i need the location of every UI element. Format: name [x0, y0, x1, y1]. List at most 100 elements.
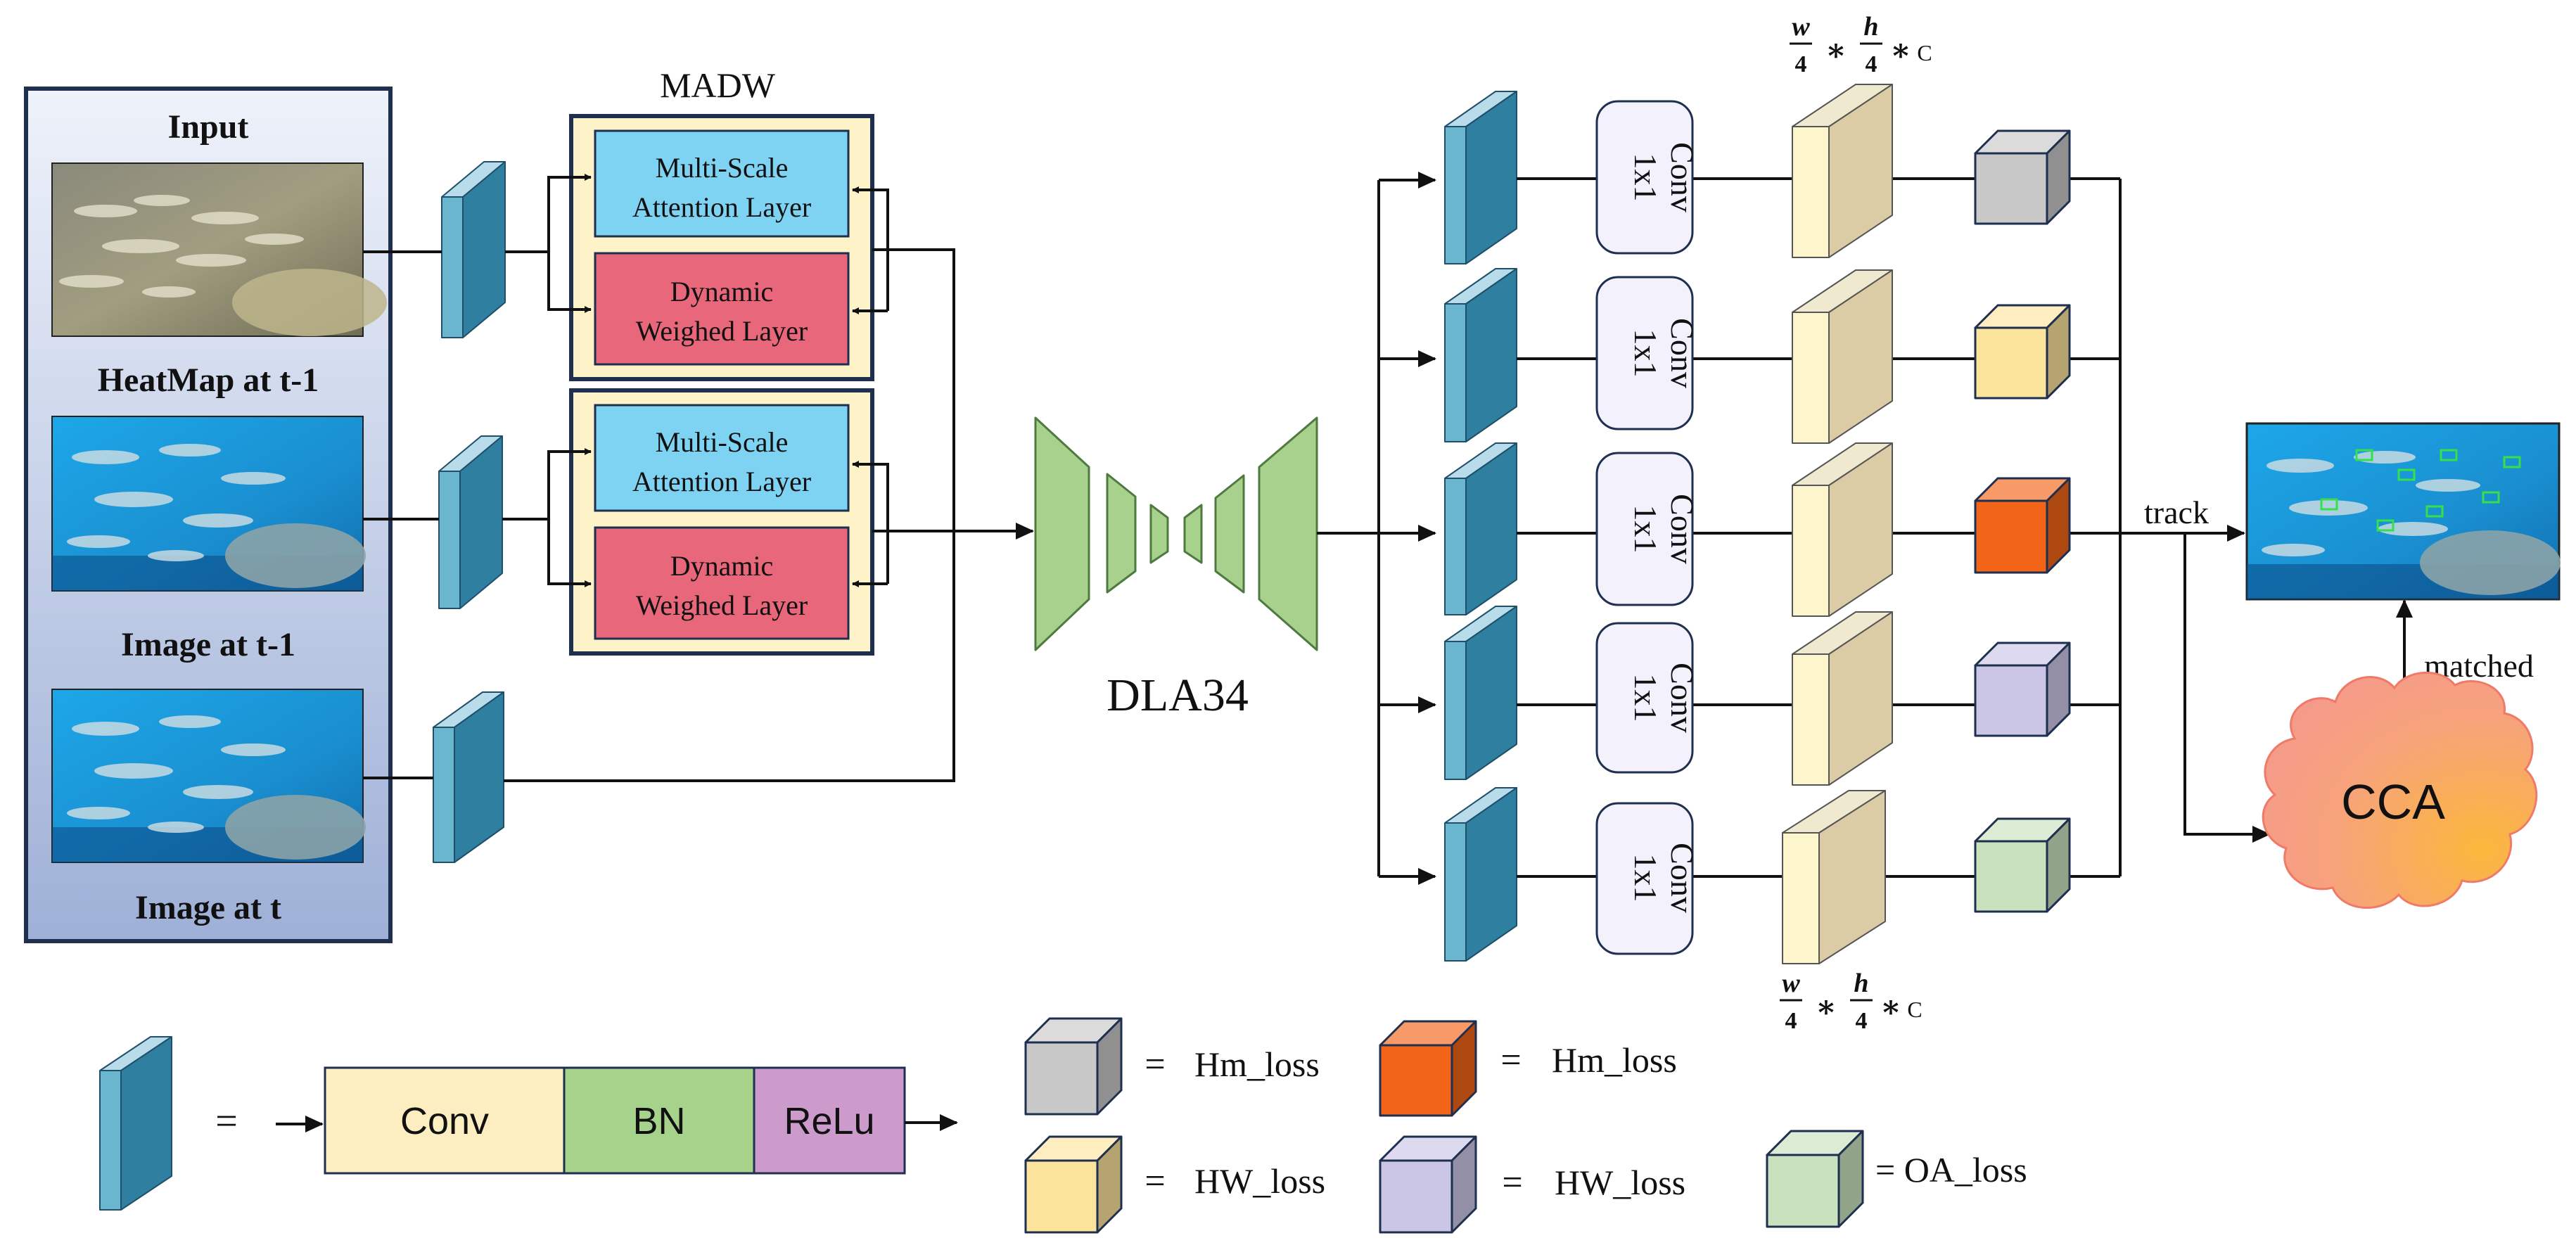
dynamic-layer-box — [594, 526, 850, 640]
dim-four: 4 — [1785, 1008, 1797, 1034]
legend-relu-box — [753, 1066, 906, 1175]
feature-map — [1782, 790, 1886, 964]
cca-cloud: CCA — [2262, 671, 2538, 909]
dynamic-layer-label-2: Weighed Layer — [636, 589, 808, 621]
conv-label: Conv — [1664, 494, 1700, 564]
madw-title: MADW — [660, 65, 776, 105]
conv-1x1-label: 1x1 — [1628, 153, 1664, 202]
legend-cube-4 — [1379, 1135, 1477, 1234]
legend-conv-block-icon — [99, 1036, 172, 1211]
conv-1x1-label: 1x1 — [1628, 854, 1664, 902]
conv-1x1-box — [1595, 622, 1694, 774]
conv-1x1-box — [1595, 276, 1694, 430]
feature-map — [1792, 269, 1893, 444]
feature-map — [1792, 611, 1893, 786]
image-t-label: Image at t — [135, 889, 281, 926]
dla-decoder-3 — [1258, 416, 1318, 651]
dynamic-layer-label-1: Dynamic — [670, 550, 774, 582]
legend-equals: = — [1502, 1163, 1522, 1203]
dim-c: C — [1907, 997, 1922, 1022]
input-block-1 — [441, 161, 506, 338]
conv-label: Conv — [1664, 318, 1700, 388]
tracking-markers — [2320, 449, 2521, 532]
conv-1x1-label: 1x1 — [1628, 329, 1664, 378]
legend-bn-box — [563, 1066, 755, 1175]
legend-item-label: Hm_loss — [1552, 1040, 1677, 1080]
dim-w: w — [1792, 12, 1810, 42]
dimension-label-top: w 4 ∗ h 4 ∗ C — [1790, 12, 1932, 77]
image-t-minus-1 — [51, 416, 366, 592]
dim-four: 4 — [1795, 51, 1807, 77]
dim-star: ∗ — [1890, 33, 1911, 68]
dla-encoder-1 — [1034, 416, 1090, 651]
legend-cube-3 — [1024, 1135, 1123, 1234]
legend-bn-label: BN — [632, 1100, 685, 1142]
conv-label: Conv — [1664, 843, 1700, 913]
dim-star: ∗ — [1816, 990, 1837, 1024]
attention-layer-label-2: Attention Layer — [632, 191, 811, 223]
legend-item-label: HW_loss — [1555, 1163, 1685, 1202]
madw-module-2: Multi-Scale Attention Layer Dynamic Weig… — [569, 388, 874, 656]
head-cube — [1974, 817, 2071, 913]
legend-equals: = — [1144, 1161, 1165, 1201]
head-branch-1: 1x1 Conv — [1444, 84, 2120, 264]
output-connectors — [2119, 179, 2413, 876]
left-connectors — [363, 174, 1034, 782]
input-panel: Input HeatMap at t-1 Image at t-1 — [24, 87, 393, 943]
head-cube — [1974, 641, 2071, 737]
feature-map — [1792, 84, 1893, 258]
heatmap-image — [51, 162, 387, 337]
dim-four: 4 — [1866, 51, 1877, 77]
head-branch-5: 1x1 Conv — [1444, 787, 2120, 964]
input-block-3 — [433, 691, 504, 863]
dim-w: w — [1782, 969, 1800, 998]
dim-c: C — [1917, 40, 1932, 65]
dynamic-layer-box — [594, 252, 850, 366]
legend-relu-label: ReLu — [784, 1100, 874, 1142]
feature-map — [1792, 442, 1893, 617]
legend-conv-label: Conv — [400, 1100, 489, 1142]
head-branch-2: 1x1 Conv — [1444, 268, 2120, 444]
legend-item-label: Hm_loss — [1194, 1045, 1320, 1084]
attention-layer-label-1: Multi-Scale — [656, 426, 789, 458]
conv-1x1-label: 1x1 — [1628, 674, 1664, 722]
dla34-backbone — [1034, 416, 1318, 651]
legend-cube-1 — [1024, 1017, 1123, 1116]
head-cube — [1974, 477, 2071, 574]
heatmap-label: HeatMap at t-1 — [98, 362, 319, 399]
attention-layer-box — [594, 129, 850, 238]
dla-decoder-2 — [1214, 474, 1245, 594]
dim-star: ∗ — [1880, 990, 1901, 1024]
dynamic-layer-label-1: Dynamic — [670, 276, 774, 307]
dim-h: h — [1863, 12, 1878, 42]
conv-1x1-label: 1x1 — [1628, 505, 1664, 554]
dla-decoder-1 — [1183, 504, 1203, 564]
tracked-output-image — [2245, 422, 2561, 601]
conv-label: Conv — [1664, 663, 1700, 733]
dim-star: ∗ — [1825, 33, 1847, 68]
image-t-minus-1-label: Image at t-1 — [121, 626, 295, 663]
attention-layer-label-1: Multi-Scale — [656, 152, 789, 184]
track-label: track — [2144, 494, 2209, 530]
dla-encoder-2 — [1106, 473, 1137, 594]
dynamic-layer-label-2: Weighed Layer — [636, 315, 808, 347]
input-title: Input — [168, 108, 249, 146]
head-branch-4: 1x1 Conv — [1444, 606, 2120, 786]
legend-cube-2 — [1379, 1020, 1477, 1117]
head-branch-3: 1x1 Conv — [1444, 442, 2120, 617]
dla-encoder-3 — [1149, 504, 1169, 564]
legend-equals: = — [215, 1099, 238, 1143]
conv-label: Conv — [1664, 142, 1700, 212]
conv-1x1-box — [1595, 452, 1694, 606]
head-cube — [1974, 129, 2071, 225]
legend-conv-box — [324, 1066, 566, 1175]
input-conv-blocks — [433, 161, 506, 863]
legend-cube-5 — [1766, 1130, 1864, 1228]
image-t — [51, 689, 366, 863]
dim-four: 4 — [1856, 1008, 1868, 1034]
conv-1x1-box — [1595, 100, 1694, 255]
attention-layer-label-2: Attention Layer — [632, 466, 811, 497]
legend-equals: = — [1144, 1045, 1165, 1085]
dim-h: h — [1854, 969, 1868, 998]
